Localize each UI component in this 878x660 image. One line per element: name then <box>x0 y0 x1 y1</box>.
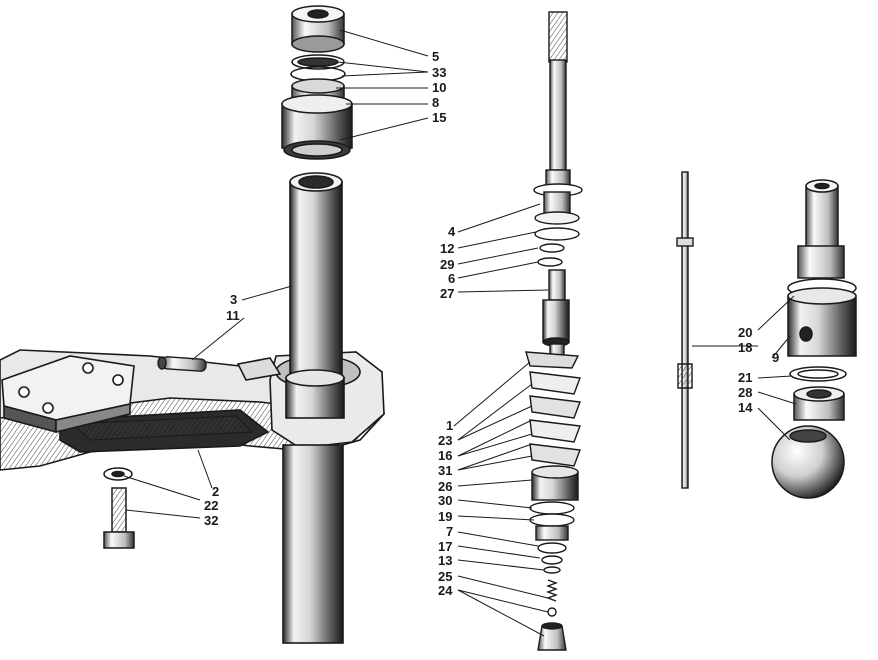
label-15: 15 <box>432 110 447 125</box>
label-31: 31 <box>438 463 453 478</box>
label-9: 9 <box>772 350 780 365</box>
label-13: 13 <box>438 553 453 568</box>
pin-11 <box>157 356 207 372</box>
ball-joint-assembly <box>771 179 857 499</box>
label-14: 14 <box>738 400 753 415</box>
label-12: 12 <box>440 241 455 256</box>
label-23: 23 <box>438 433 453 448</box>
label-1: 1 <box>446 418 454 433</box>
label-10: 10 <box>432 80 447 95</box>
washer-and-bolt <box>103 467 135 549</box>
label-11: 11 <box>226 308 240 323</box>
label-21: 21 <box>738 370 753 385</box>
push-rod <box>676 171 694 489</box>
label-22: 22 <box>204 498 219 513</box>
label-8: 8 <box>432 95 440 110</box>
label-33: 33 <box>432 65 447 80</box>
label-25: 25 <box>438 569 453 584</box>
label-29: 29 <box>440 257 455 272</box>
label-3: 3 <box>230 292 238 307</box>
label-18: 18 <box>738 340 753 355</box>
worm-shaft-assembly <box>525 11 583 651</box>
leader-lines <box>123 29 797 637</box>
label-28: 28 <box>738 385 753 400</box>
label-32: 32 <box>204 513 219 528</box>
label-19: 19 <box>438 509 453 524</box>
label-20: 20 <box>738 325 753 340</box>
label-6: 6 <box>448 271 456 286</box>
label-26: 26 <box>438 479 453 494</box>
label-16: 16 <box>438 448 453 463</box>
label-4: 4 <box>448 224 456 239</box>
upper-bearing-stack <box>281 5 353 160</box>
label-2: 2 <box>212 484 220 499</box>
label-24: 24 <box>438 583 453 598</box>
label-5: 5 <box>432 49 440 64</box>
label-30: 30 <box>438 493 453 508</box>
label-17: 17 <box>438 539 453 554</box>
label-27: 27 <box>440 286 455 301</box>
label-7: 7 <box>446 524 454 539</box>
steering-column-tube <box>282 172 345 644</box>
